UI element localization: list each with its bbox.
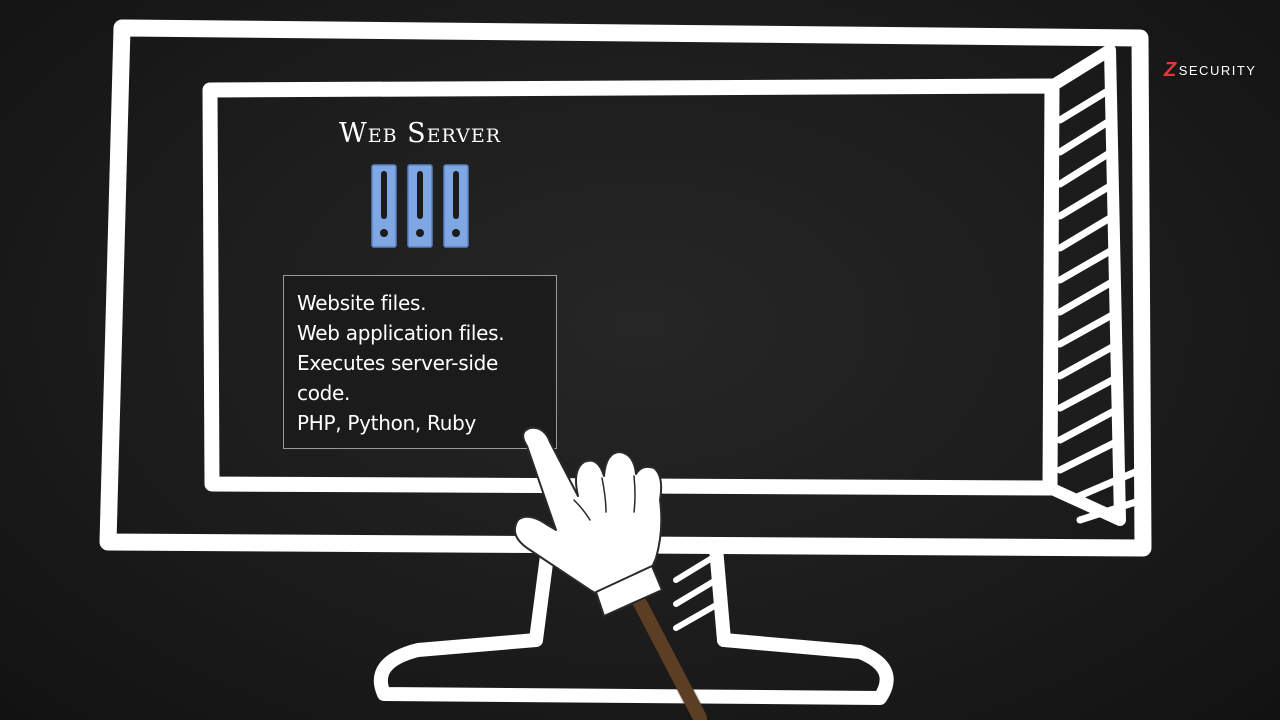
web-server-details-box: Website files. Web application files. Ex…: [283, 275, 557, 449]
web-server-title: Web Server: [338, 118, 502, 149]
server-rack-icon: [371, 164, 469, 248]
monitor-side-panel: [1047, 44, 1126, 526]
monitor-outer-frame: [99, 19, 1152, 557]
detail-website-files: Website files.: [297, 291, 427, 315]
detail-languages: PHP, Python, Ruby: [297, 411, 477, 435]
monitor-stand-neck: [529, 541, 731, 647]
detail-executes-code-cont: code.: [297, 381, 351, 405]
stand-hatching: [673, 555, 721, 631]
side-hatching: [1056, 88, 1146, 524]
brand-logo: Z SECURITY: [1164, 58, 1256, 82]
logo-mark: Z: [1164, 58, 1178, 81]
detail-executes-code: Executes server-side: [297, 351, 498, 375]
logo-text: SECURITY: [1178, 62, 1257, 78]
detail-web-app-files: Web application files.: [297, 321, 505, 345]
monitor-stand-base: [373, 633, 894, 705]
